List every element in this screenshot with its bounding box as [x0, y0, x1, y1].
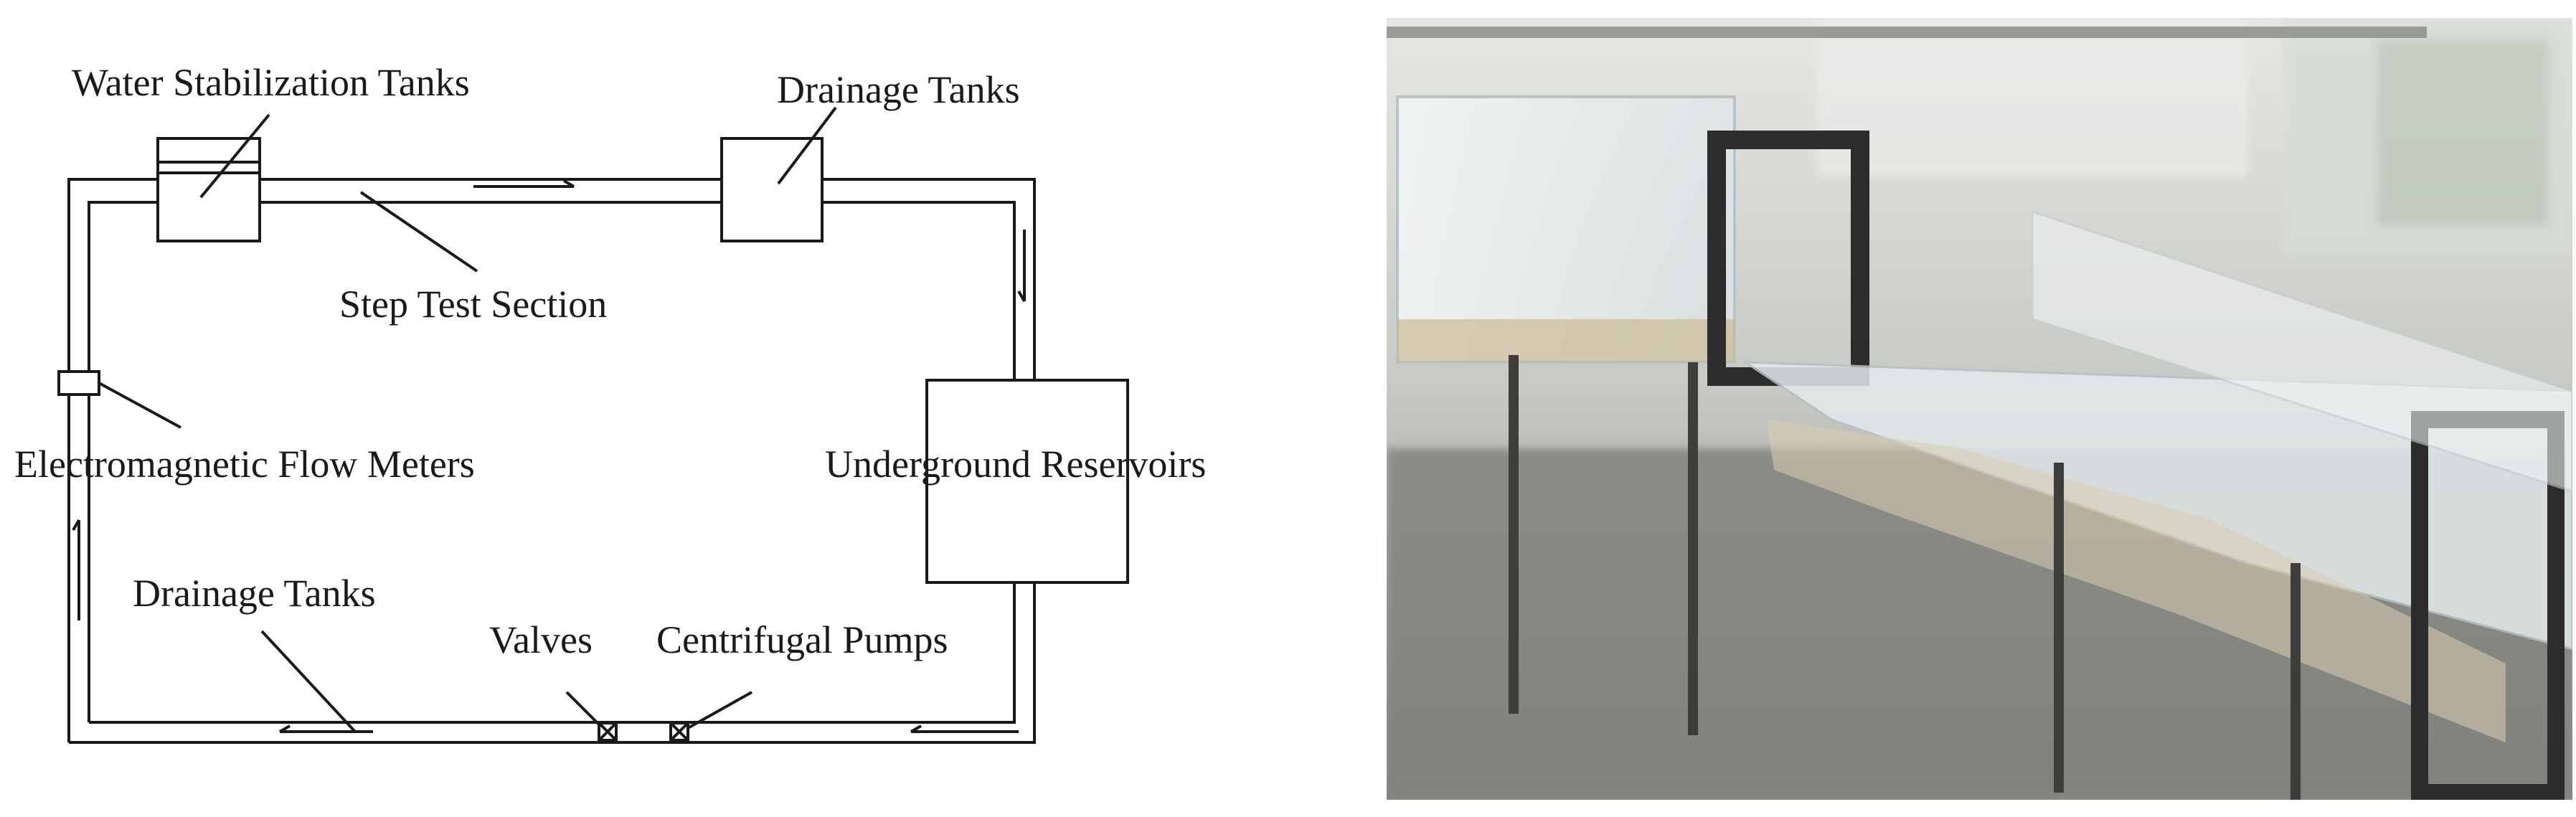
label-step-test-section: Step Test Section	[339, 283, 607, 326]
experimental-setup-photo	[1387, 18, 2572, 800]
flow-arrow-up	[72, 519, 80, 620]
label-electromagnetic-flow-meters: Electromagnetic Flow Meters	[14, 443, 475, 486]
flow-loop-schematic: Water Stabilization Tanks Drainage Tanks…	[14, 61, 1206, 744]
pipe-loop-outer	[67, 178, 1036, 744]
label-valves: Valves	[489, 618, 593, 661]
photo-illustration	[1387, 18, 2572, 800]
label-drainage-tanks-top: Drainage Tanks	[777, 68, 1020, 111]
flow-arrow-right	[473, 179, 575, 188]
label-underground-reservoirs: Underground Reservoirs	[825, 443, 1206, 486]
label-drainage-tanks-bottom: Drainage Tanks	[133, 572, 376, 615]
flow-meter	[57, 370, 100, 396]
underground-reservoir	[925, 379, 1129, 584]
flow-arrow-left-mid	[279, 724, 373, 733]
drainage-tank-top	[720, 137, 824, 242]
pipe-loop-inner	[88, 201, 1016, 724]
label-water-stabilization-tanks: Water Stabilization Tanks	[72, 61, 470, 104]
label-centrifugal-pumps: Centrifugal Pumps	[656, 618, 948, 661]
flow-arrow-left-bottom	[910, 724, 1019, 733]
flow-arrow-down	[1017, 230, 1026, 302]
